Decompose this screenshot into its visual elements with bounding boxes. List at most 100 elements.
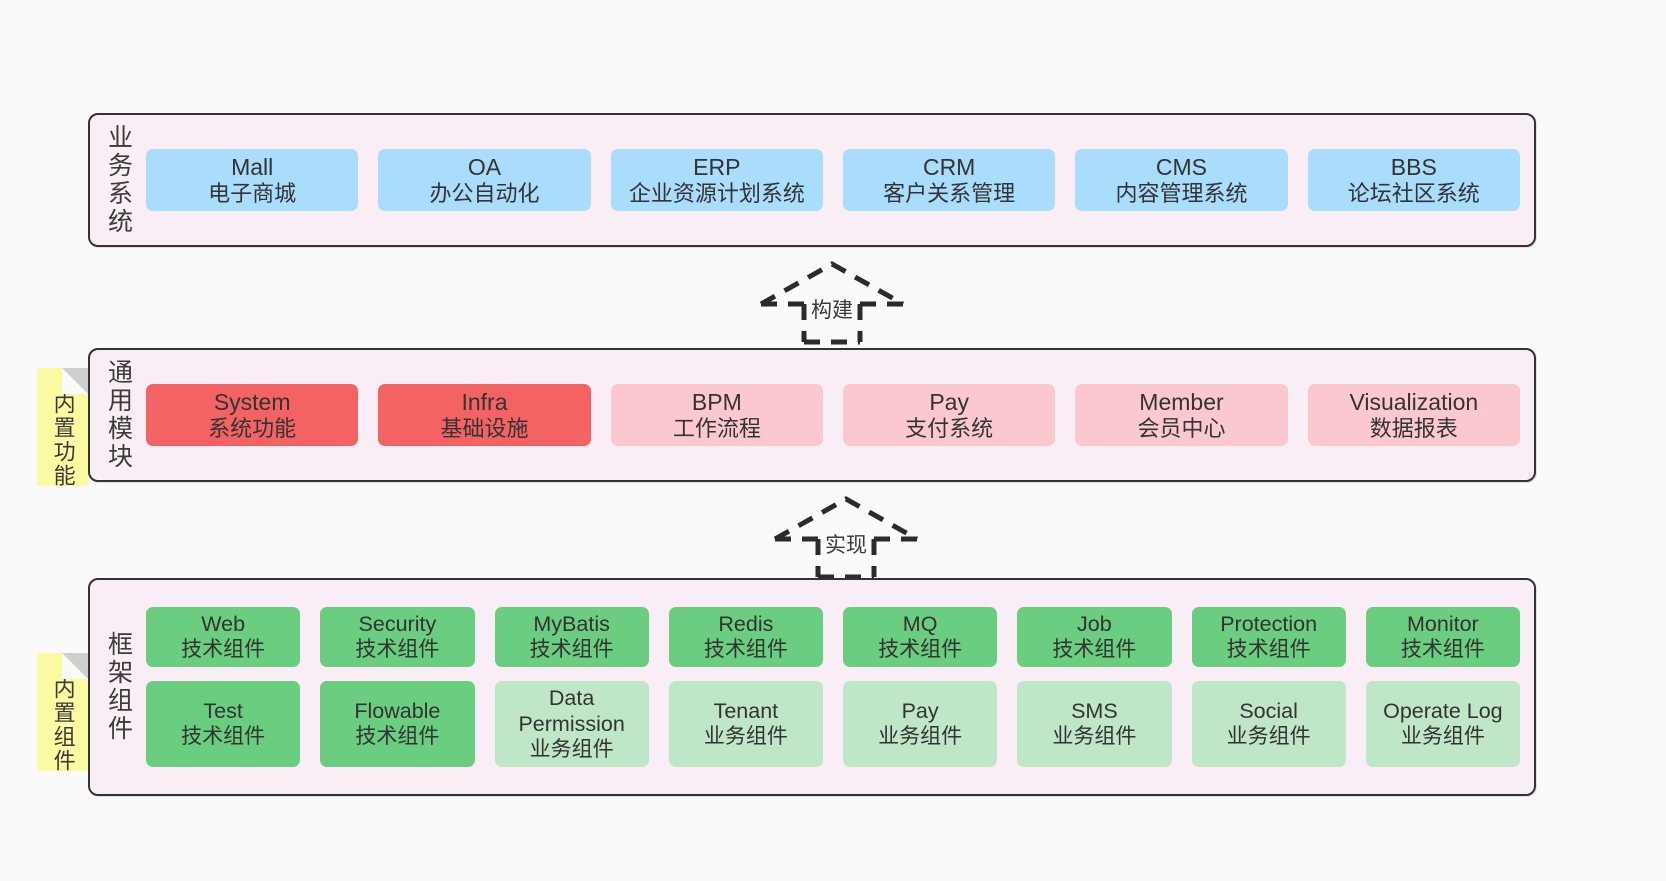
layer-business-system: 业务系统 Mall 电子商城 OA 办公自动化 ERP 企业资源计划系统 CRM… [88, 113, 1536, 247]
node-data-permission-subtitle: 业务组件 [529, 738, 614, 762]
node-mybatis[interactable]: MyBatis 技术组件 [494, 607, 649, 667]
node-mall-title: Mall [231, 153, 274, 180]
node-erp-subtitle: 企业资源计划系统 [628, 180, 805, 206]
note-builtin-function: 内置功能 [37, 368, 88, 488]
arrow-build: 构建 [758, 260, 906, 345]
node-social[interactable]: Social 业务组件 [1191, 680, 1346, 767]
node-member[interactable]: Member 会员中心 [1075, 383, 1288, 447]
node-crm-subtitle: 客户关系管理 [883, 180, 1016, 206]
layer-framework-row-tech: Web 技术组件 Security 技术组件 MyBatis 技术组件 Redi… [146, 607, 1520, 667]
node-infra-title: Infra [461, 388, 508, 415]
node-infra-subtitle: 基础设施 [440, 415, 529, 441]
node-operate-log[interactable]: Operate Log 业务组件 [1365, 680, 1520, 767]
node-crm-title: CRM [922, 153, 976, 180]
layer-framework-component-body: Web 技术组件 Security 技术组件 MyBatis 技术组件 Redi… [146, 580, 1534, 794]
node-mall[interactable]: Mall 电子商城 [146, 148, 359, 212]
node-security-subtitle: 技术组件 [355, 638, 440, 662]
note-builtin-component: 内置组件 [37, 653, 88, 773]
node-sms[interactable]: SMS 业务组件 [1017, 680, 1172, 767]
node-system-title: System [213, 388, 291, 415]
node-mq[interactable]: MQ 技术组件 [843, 607, 998, 667]
node-web-title: Web [201, 612, 246, 637]
node-pay-component[interactable]: Pay 业务组件 [843, 680, 998, 767]
layer-business-system-body: Mall 电子商城 OA 办公自动化 ERP 企业资源计划系统 CRM 客户关系… [146, 115, 1534, 245]
node-oa-subtitle: 办公自动化 [429, 180, 540, 206]
node-pay-module-subtitle: 支付系统 [905, 415, 994, 441]
node-social-subtitle: 业务组件 [1226, 725, 1311, 749]
node-bbs[interactable]: BBS 论坛社区系统 [1307, 148, 1520, 212]
node-crm[interactable]: CRM 客户关系管理 [842, 148, 1056, 212]
node-bpm[interactable]: BPM 工作流程 [610, 383, 823, 447]
node-monitor-title: Monitor [1407, 612, 1479, 637]
node-infra[interactable]: Infra 基础设施 [378, 383, 591, 447]
node-security-title: Security [358, 612, 437, 637]
node-member-title: Member [1139, 388, 1224, 415]
node-pay-module-title: Pay [929, 388, 969, 415]
node-visualization[interactable]: Visualization 数据报表 [1307, 383, 1520, 447]
layer-business-system-row: Mall 电子商城 OA 办公自动化 ERP 企业资源计划系统 CRM 客户关系… [146, 148, 1520, 212]
node-pay-component-subtitle: 业务组件 [878, 725, 963, 749]
arrow-build-label: 构建 [811, 299, 853, 322]
node-bbs-subtitle: 论坛社区系统 [1347, 180, 1480, 206]
node-mq-subtitle: 技术组件 [878, 638, 963, 662]
node-bpm-subtitle: 工作流程 [672, 415, 761, 441]
node-redis-title: Redis [718, 612, 774, 637]
node-cms-title: CMS [1155, 153, 1208, 180]
node-erp[interactable]: ERP 企业资源计划系统 [610, 148, 823, 212]
layer-common-module: 通用模块 System 系统功能 Infra 基础设施 BPM 工作流程 Pay… [88, 348, 1536, 482]
node-web[interactable]: Web 技术组件 [146, 607, 301, 667]
node-cms-subtitle: 内容管理系统 [1115, 180, 1248, 206]
node-redis-subtitle: 技术组件 [703, 638, 788, 662]
node-tenant[interactable]: Tenant 业务组件 [668, 680, 823, 767]
node-test[interactable]: Test 技术组件 [146, 680, 301, 767]
node-monitor-subtitle: 技术组件 [1400, 638, 1485, 662]
node-mybatis-subtitle: 技术组件 [529, 638, 614, 662]
arrow-implement-label: 实现 [825, 534, 867, 557]
arrow-implement-glyph [773, 496, 919, 580]
node-cms[interactable]: CMS 内容管理系统 [1075, 148, 1288, 212]
node-job-title: Job [1077, 612, 1112, 637]
node-erp-title: ERP [693, 153, 741, 180]
node-visualization-title: Visualization [1349, 388, 1479, 415]
node-social-title: Social [1239, 699, 1298, 723]
node-sms-title: SMS [1071, 699, 1118, 723]
node-operate-log-title: Operate Log [1383, 699, 1503, 723]
node-oa[interactable]: OA 办公自动化 [378, 148, 591, 212]
layer-framework-component-title: 框架组件 [104, 631, 133, 743]
node-job[interactable]: Job 技术组件 [1017, 607, 1172, 667]
node-tenant-title: Tenant [713, 699, 779, 723]
node-member-subtitle: 会员中心 [1137, 415, 1226, 441]
node-bbs-title: BBS [1390, 153, 1437, 180]
node-mall-subtitle: 电子商城 [208, 180, 297, 206]
node-flowable[interactable]: Flowable 技术组件 [320, 680, 475, 767]
node-monitor[interactable]: Monitor 技术组件 [1365, 607, 1520, 667]
node-test-title: Test [203, 699, 243, 723]
node-mybatis-title: MyBatis [533, 612, 610, 637]
layer-business-system-title: 业务系统 [104, 124, 133, 236]
layer-common-module-title: 通用模块 [104, 359, 133, 471]
node-redis[interactable]: Redis 技术组件 [668, 607, 823, 667]
node-flowable-title: Flowable [354, 699, 441, 723]
node-tenant-subtitle: 业务组件 [703, 725, 788, 749]
node-mq-title: MQ [902, 612, 938, 637]
node-protection-title: Protection [1220, 612, 1318, 637]
node-data-permission[interactable]: Data Permission 业务组件 [494, 680, 649, 767]
node-sms-subtitle: 业务组件 [1052, 725, 1137, 749]
node-web-subtitle: 技术组件 [181, 638, 266, 662]
arrow-build-glyph [759, 261, 905, 345]
node-system[interactable]: System 系统功能 [146, 383, 359, 447]
node-protection-subtitle: 技术组件 [1226, 638, 1311, 662]
layer-framework-row-business: Test 技术组件 Flowable 技术组件 Data Permission … [146, 680, 1520, 767]
node-bpm-title: BPM [691, 388, 742, 415]
node-protection[interactable]: Protection 技术组件 [1191, 607, 1346, 667]
node-pay-module[interactable]: Pay 支付系统 [842, 383, 1056, 447]
layer-common-module-row: System 系统功能 Infra 基础设施 BPM 工作流程 Pay 支付系统… [146, 383, 1520, 447]
node-visualization-subtitle: 数据报表 [1369, 415, 1458, 441]
layer-common-module-body: System 系统功能 Infra 基础设施 BPM 工作流程 Pay 支付系统… [146, 350, 1534, 480]
note-builtin-function-text: 内置功能 [50, 392, 76, 488]
node-job-subtitle: 技术组件 [1052, 638, 1137, 662]
node-security[interactable]: Security 技术组件 [320, 607, 475, 667]
note-builtin-component-text: 内置组件 [50, 677, 76, 773]
node-operate-log-subtitle: 业务组件 [1400, 725, 1485, 749]
